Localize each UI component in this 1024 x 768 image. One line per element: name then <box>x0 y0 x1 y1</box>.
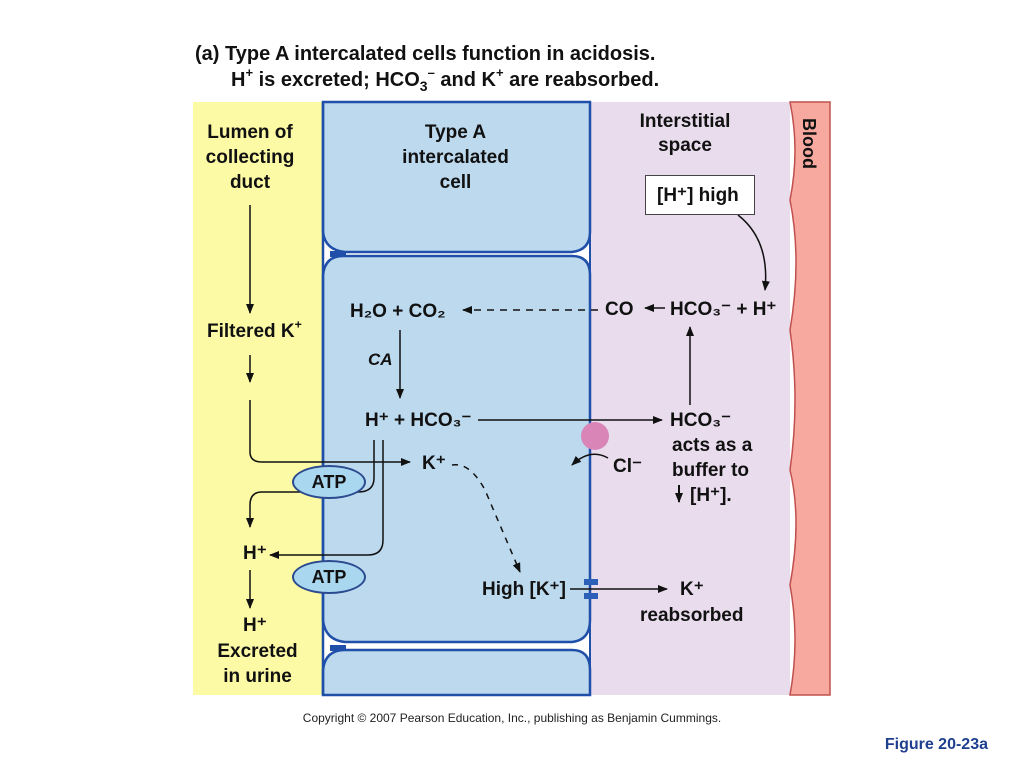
figure-number: Figure 20-23a <box>884 736 988 753</box>
ca-label: CA <box>368 350 393 369</box>
h-high-box <box>645 175 755 215</box>
in-urine-label: in urine <box>223 666 292 687</box>
arrow-h-secretion-2 <box>269 440 384 559</box>
high-k-label: High [K⁺] <box>482 579 566 600</box>
hco3-buffer-label: HCO₃⁻ <box>670 410 732 431</box>
lumen-region <box>193 102 323 695</box>
co-label: CO <box>605 299 634 320</box>
k-channel-bottom <box>584 593 598 599</box>
arrow-k-dashed <box>451 463 521 573</box>
h2o-co2-label: H₂O + CO₂ <box>350 301 446 322</box>
tight-junction-top <box>330 251 346 257</box>
k-channel-top <box>584 579 598 585</box>
h-urine-label: H⁺ <box>243 615 267 636</box>
lower-cell <box>321 648 592 697</box>
h-hco3-label: H⁺ + HCO₃⁻ <box>365 410 472 431</box>
copyright-text: Copyright © 2007 Pearson Education, Inc.… <box>302 711 722 725</box>
h-high-label: [H⁺] high <box>657 185 739 206</box>
figure-title: (a) Type A intercalated cells function i… <box>195 43 656 65</box>
figure-subtitle: H+ is excreted; HCO3– and K+ are reabsor… <box>231 64 660 94</box>
tight-junction-bottom <box>330 645 346 651</box>
excreted-label: Excreted <box>217 641 298 662</box>
arrow-cl-in <box>571 453 609 466</box>
h-secreted-label: H⁺ <box>243 543 267 564</box>
arrow-k-entry <box>249 400 411 466</box>
atp-pump-k-h: ATP <box>292 465 366 499</box>
blood-region <box>789 101 831 696</box>
arrow-h-high <box>737 214 770 291</box>
blood-label: Blood <box>799 118 819 169</box>
hco3-buffer-line3: buffer to <box>672 460 750 481</box>
hco3-buffer-line4: [H⁺]. <box>690 485 732 506</box>
filtered-k-label: Filtered K+ <box>207 317 302 342</box>
cl-hco3-exchanger <box>581 422 609 450</box>
k-reabsorbed-label: K⁺ <box>680 579 704 600</box>
cl-label: Cl⁻ <box>613 456 643 477</box>
hco3-h-label: HCO₃⁻ + H⁺ <box>670 299 777 320</box>
reabsorbed-label: reabsorbed <box>640 605 744 626</box>
hco3-buffer-line2: acts as a <box>672 435 753 456</box>
atp-pump-h: ATP <box>292 560 366 594</box>
k-cell-label: K⁺ <box>422 453 446 474</box>
